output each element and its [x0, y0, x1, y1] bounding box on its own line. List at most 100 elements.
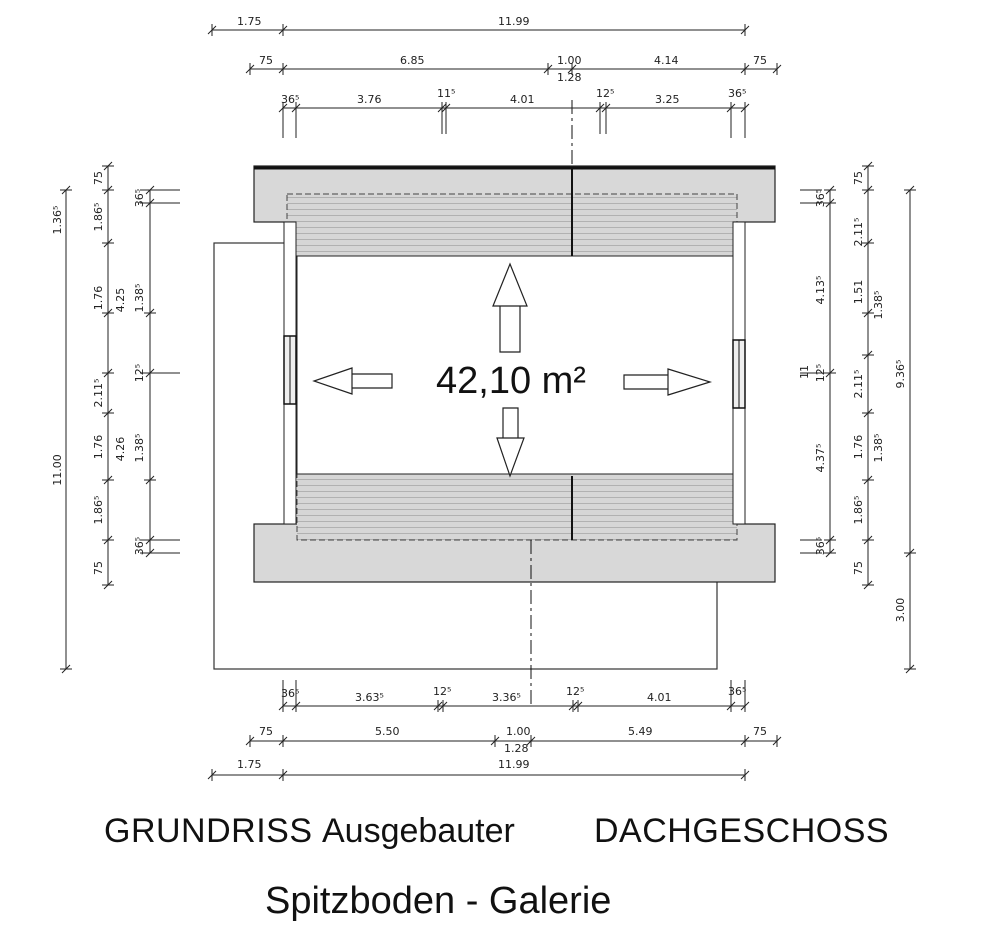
dim-left-outer-b: 11.00 [51, 454, 64, 486]
dimension-tick [103, 535, 113, 545]
dim-left-inner-d: 1.38⁵ [133, 434, 146, 463]
dimension-tick [207, 25, 217, 35]
subtitle-text: Spitzboden - Galerie [265, 880, 612, 922]
dimension-tick [526, 736, 536, 746]
dimension-tick [740, 25, 750, 35]
dim-top3-c: 11⁵ [437, 87, 455, 100]
dim-bot2-e: 5.49 [628, 725, 653, 738]
dimension-tick [245, 736, 255, 746]
dimension-tick [825, 535, 835, 545]
title-part-grundriss: GRUNDRISS [104, 812, 313, 850]
dimension-tick [825, 368, 835, 378]
dimension-tick [825, 548, 835, 558]
dim-top2-c: 1.00 [557, 54, 582, 67]
dim-left-mid-3: 2.11⁵ [92, 379, 105, 408]
dimension-tick [863, 185, 873, 195]
dim-right-outer-b: 3.00 [894, 598, 907, 623]
dim-left-mid-0: 75 [92, 171, 105, 185]
dim-left-mid-2: 1.76 [92, 286, 105, 311]
dimension-tick [103, 368, 113, 378]
dim-right-small: 11 [798, 365, 811, 379]
dim-top3-b: 3.76 [357, 93, 382, 106]
dimension-tick [103, 408, 113, 418]
dimension-tick [905, 548, 915, 558]
dimension-tick [863, 408, 873, 418]
dimension-tick [278, 25, 288, 35]
dim-left-span-b: 4.26 [114, 437, 127, 462]
dim-bot2-d: 1.28 [504, 742, 529, 755]
dimension-tick [103, 475, 113, 485]
arrow-down-icon [496, 407, 525, 478]
dim-right-inner-a: 36⁵ [814, 189, 827, 207]
dim-bot3-a: 1.75 [237, 758, 262, 771]
dim-left-inner-c: 12⁵ [133, 364, 146, 382]
dim-left-mid-6: 75 [92, 561, 105, 575]
dimension-tick [863, 475, 873, 485]
dim-bot2-f: 75 [753, 725, 767, 738]
dim-bot1-d: 3.36⁵ [492, 691, 521, 704]
dimension-tick [278, 770, 288, 780]
dimension-tick [207, 770, 217, 780]
dim-right-inner-d: 4.37⁵ [814, 444, 827, 473]
dim-top2-d: 1.28 [557, 71, 582, 84]
dim-left-outer-a: 1.36⁵ [51, 206, 64, 235]
dim-left-span-a: 4.25 [114, 288, 127, 313]
dim-right-mid-2: 1.51 [852, 280, 865, 305]
dimension-tick [825, 185, 835, 195]
dimension-tick [103, 185, 113, 195]
dimension-tick [245, 64, 255, 74]
arrow-right-icon [623, 368, 713, 396]
dim-right-mid-1: 2.11⁵ [852, 218, 865, 247]
dim-top3-g: 36⁵ [728, 87, 746, 100]
dim-left-inner-e: 36⁵ [133, 537, 146, 555]
dimension-tick [573, 701, 583, 711]
dim-bot1-e: 12⁵ [566, 685, 584, 698]
dim-top2-f: 75 [753, 54, 767, 67]
dim-bot2-a: 75 [259, 725, 273, 738]
dim-bot1-f: 4.01 [647, 691, 672, 704]
dim-right-inner-b: 4.13⁵ [814, 276, 827, 305]
dimension-tick [438, 701, 448, 711]
stairs-bottom [296, 473, 738, 541]
dimension-tick [863, 308, 873, 318]
dimension-tick [490, 736, 500, 746]
dimension-tick [863, 238, 873, 248]
dim-right-span-a: 1.38⁵ [872, 291, 885, 320]
dim-top3-e: 12⁵ [596, 87, 614, 100]
dim-left-mid-1: 1.86⁵ [92, 203, 105, 232]
dim-top2-e: 4.14 [654, 54, 679, 67]
dimension-tick [772, 64, 782, 74]
dimension-tick [740, 736, 750, 746]
dim-bot3-b: 11.99 [498, 758, 530, 771]
dimension-tick [740, 64, 750, 74]
dimension-tick [278, 736, 288, 746]
dimension-tick [863, 580, 873, 590]
dimension-tick [145, 475, 155, 485]
dimension-tick [61, 664, 71, 674]
dim-right-inner-e: 36⁵ [814, 537, 827, 555]
dimension-tick [433, 701, 443, 711]
dimension-tick [103, 238, 113, 248]
dim-bot1-b: 3.63⁵ [355, 691, 384, 704]
dimension-tick [863, 161, 873, 171]
dimension-tick [568, 701, 578, 711]
dimension-tick [863, 535, 873, 545]
dim-top3-a: 36⁵ [281, 93, 299, 106]
dim-bot1-c: 12⁵ [433, 685, 451, 698]
dim-left-mid-4: 1.76 [92, 435, 105, 460]
dimension-tick [825, 198, 835, 208]
dim-left-mid-5: 1.86⁵ [92, 496, 105, 525]
dimension-tick [278, 64, 288, 74]
dim-right-mid-3: 2.11⁵ [852, 370, 865, 399]
arrow-up-icon [492, 262, 528, 353]
title-part-dachgeschoss: DACHGESCHOSS [594, 812, 890, 850]
dimension-tick [543, 64, 553, 74]
dim-left-inner-a: 36⁵ [133, 189, 146, 207]
dimension-tick [905, 185, 915, 195]
dim-bot1-a: 36⁵ [281, 687, 299, 700]
title-part-ausgebauter: Ausgebauter [322, 812, 515, 850]
dimension-tick [863, 350, 873, 360]
dimension-tick [145, 308, 155, 318]
dim-top1-b: 11.99 [498, 15, 530, 28]
dim-top3-f: 3.25 [655, 93, 680, 106]
